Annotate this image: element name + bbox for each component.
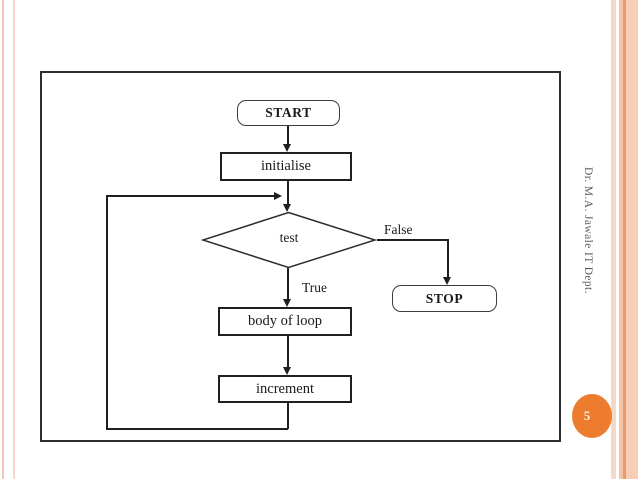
decision-diamond-shape: [200, 211, 378, 269]
page-number-badge: 5: [572, 394, 612, 438]
right-stripe-pale: [611, 0, 616, 479]
connector-start-initialise: [287, 126, 289, 145]
connector-body-increment: [287, 336, 289, 367]
flowchart-node-start: START: [237, 100, 340, 126]
flowchart-node-initialise: initialise: [220, 152, 352, 181]
page-number: 5: [583, 408, 591, 423]
loopback-segment-left: [106, 195, 108, 430]
edge-label-false: False: [382, 222, 415, 238]
flowchart-node-body-of-loop: body of loop: [218, 307, 352, 336]
slide-side-author-text: Dr. M.A. Jawale IT Dept.: [582, 167, 594, 294]
left-accent-line-outer: [2, 0, 4, 479]
loopback-segment-down: [287, 403, 289, 429]
flowchart-node-test-label: test: [279, 230, 299, 245]
connector-false-horizontal: [377, 239, 448, 241]
connector-test-body: [287, 268, 289, 299]
loopback-segment-top: [107, 195, 274, 197]
connector-false-vertical: [447, 239, 449, 277]
left-accent-line-inner: [13, 0, 15, 479]
arrowhead-loopback: [274, 192, 282, 200]
flowchart-node-increment: increment: [218, 375, 352, 403]
flowchart-node-test-diamond: [200, 211, 378, 269]
edge-label-true: True: [300, 280, 330, 296]
right-stripe-medium: [619, 0, 623, 479]
arrowhead-into-initialise: [283, 144, 291, 152]
loopback-segment-bottom: [106, 428, 288, 430]
connector-initialise-test: [287, 181, 289, 205]
arrowhead-into-increment: [283, 367, 291, 375]
right-stripe-wide: [626, 0, 638, 479]
right-stripe-dark: [623, 0, 626, 479]
arrowhead-into-body: [283, 299, 291, 307]
arrowhead-into-stop: [443, 277, 451, 285]
flowchart-node-stop: STOP: [392, 285, 497, 312]
arrowhead-into-test: [283, 204, 291, 212]
